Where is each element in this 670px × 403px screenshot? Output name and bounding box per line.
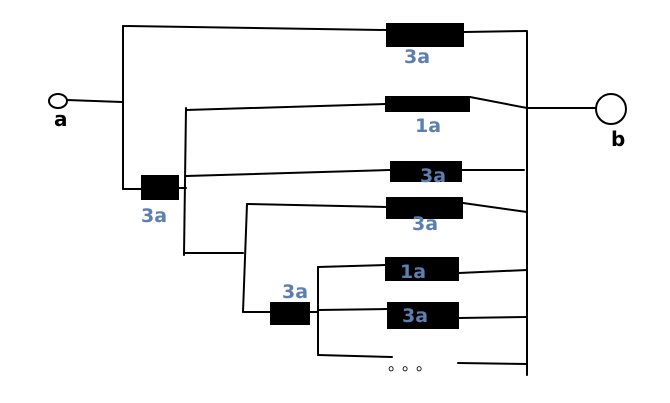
wire-second-left: [185, 103, 386, 111]
wire-top-right: [463, 30, 528, 33]
resistor-sixth-label: 3a: [402, 305, 428, 327]
wire-third-left: [185, 169, 391, 177]
second-vertical-wire: [183, 107, 187, 256]
resistor-series-left: [141, 175, 179, 200]
node-b-label: b: [611, 127, 625, 151]
resistor-fourth: [386, 197, 463, 219]
resistor-second: [385, 96, 470, 112]
wire-sixth-left: [317, 308, 388, 311]
wire-fifth-left: [317, 264, 386, 268]
resistor-third-label: 3a: [420, 165, 446, 187]
wire-a-to-left-bus: [66, 99, 123, 103]
resistor-sixth: [387, 302, 459, 329]
wire-fifth-right: [458, 269, 528, 274]
resistor-series-low-label: 3a: [282, 281, 308, 303]
node-a-terminal: [48, 93, 68, 109]
third-vertical-wire: [242, 203, 248, 313]
resistor-top-label: 3a: [404, 46, 430, 68]
resistor-top: [386, 23, 464, 47]
wire-fourth-right: [462, 202, 528, 213]
wire-bottom-right: [457, 362, 528, 365]
resistor-second-label: 1a: [415, 115, 441, 137]
resistor-series-low: [270, 302, 310, 325]
continuation-dots: 。。。: [388, 355, 438, 374]
wire-second-right: [469, 96, 528, 109]
wire-sixth-right: [458, 316, 528, 319]
wire-fourth-left: [246, 203, 387, 208]
node-a-label: a: [54, 107, 68, 131]
resistor-fifth-label: 1a: [400, 261, 426, 283]
resistor-fourth-label: 3a: [412, 213, 438, 235]
resistor-fifth: [385, 257, 459, 281]
wire-top-left: [122, 25, 387, 31]
resistor-series-left-label: 3a: [141, 205, 167, 227]
wire-bottom-continuation: [317, 354, 393, 358]
resistor-third: [390, 161, 462, 182]
node-b-terminal: [595, 93, 627, 125]
